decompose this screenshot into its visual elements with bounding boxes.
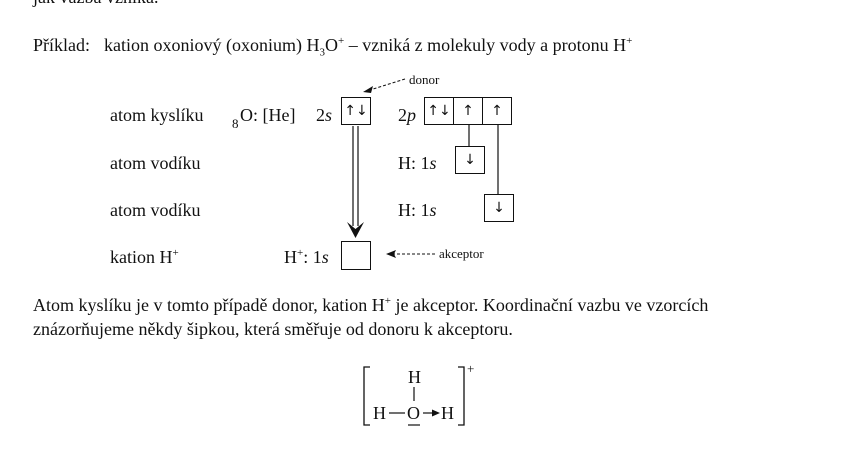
hydrogen-1-config: H: 1s	[398, 153, 437, 173]
orbital-box-2p-1: ↑↓	[424, 97, 454, 125]
example-text: kation oxoniový (oxonium) H3O+ – vzniká …	[104, 35, 633, 59]
orbital-box-hydrogen-2: ↓	[484, 194, 514, 222]
formula-h-left: H	[373, 403, 386, 423]
acceptor-label: akceptor	[439, 246, 484, 261]
oxygen-atomic-number: 8	[232, 116, 239, 131]
row-label-oxygen: atom kyslíku	[110, 105, 204, 125]
left-bracket	[363, 366, 370, 426]
orbital-2s-label: 2s	[316, 105, 333, 125]
paragraph-line-2: znázorňujeme někdy šipkou, která směřuje…	[33, 319, 513, 339]
example-label: Příklad:	[33, 35, 90, 55]
donor-pointer-line	[369, 78, 406, 91]
orbital-box-hydrogen-1: ↓	[455, 146, 485, 174]
formula-o-center: O	[407, 403, 420, 423]
formula-charge: +	[467, 361, 475, 376]
row-label-hydrogen-2: atom vodíku	[110, 200, 201, 220]
formula-h-top: H	[408, 367, 421, 387]
donor-label: donor	[409, 72, 440, 87]
formula-h-right: H	[441, 403, 454, 423]
orbital-2p-label: 2p	[398, 105, 416, 125]
row-label-cation: kation H+	[110, 247, 179, 267]
donor-pointer-head	[363, 86, 373, 93]
orbital-box-2p-2: ↑	[453, 97, 483, 125]
acceptor-pointer-head	[386, 250, 396, 258]
cation-config: H+: 1s	[284, 247, 329, 267]
hydrogen-2-config: H: 1s	[398, 200, 437, 220]
example-line: Příklad: kation oxoniový (oxonium) H3O+ –…	[33, 34, 633, 59]
oxygen-config: O: [He]	[240, 105, 296, 125]
row-label-hydrogen-1: atom vodíku	[110, 153, 201, 173]
coordinate-arrow-head	[347, 222, 364, 238]
right-bracket	[458, 366, 465, 426]
coordinate-bond-arrowhead	[432, 409, 440, 417]
top-text-fragment: jak vazba vznika.	[33, 0, 158, 8]
orbital-box-2s: ↑↓	[341, 97, 371, 125]
orbital-box-cation-empty	[341, 241, 371, 270]
paragraph-line-1: Atom kyslíku je v tomto případě donor, k…	[33, 295, 709, 315]
orbital-box-2p-3: ↑	[482, 97, 512, 125]
